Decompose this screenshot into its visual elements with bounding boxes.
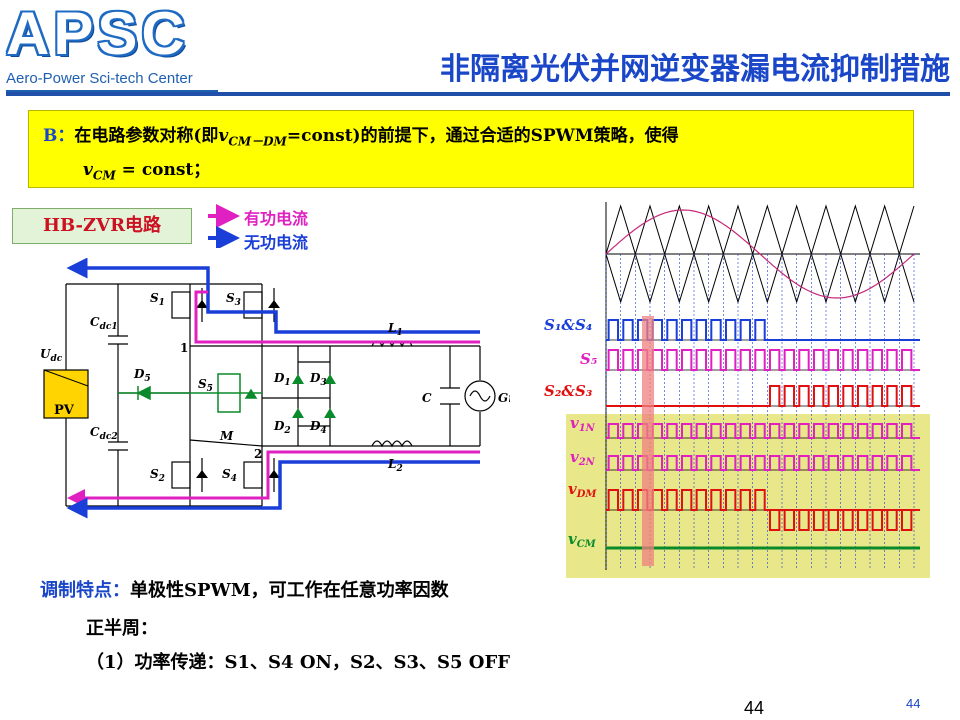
cdc2-label: Cdc2 (90, 425, 118, 442)
active-current-path-top (194, 290, 480, 344)
switching-waveforms: S₁&S₄ S₅ S₂&S₃ v1N v2N vDM vCM (544, 202, 930, 578)
waveform-traces (605, 202, 920, 570)
s5-trace (606, 349, 920, 371)
d5-label: D5 (133, 367, 151, 384)
condition-text-1: 在电路参数对称(即 (74, 126, 219, 146)
carrier-negative (605, 252, 915, 304)
power-transfer-item: （1）功率传递：S1、S4 ON，S2、S3、S5 OFF (86, 652, 511, 673)
d3-label: D3 (309, 371, 327, 388)
condition-text-3: = const； (115, 160, 211, 180)
pv-panel-mark (43, 369, 89, 387)
d4-label: D4 (309, 419, 327, 436)
grid-label: Grid (498, 391, 510, 405)
v1n-label: v1N (570, 414, 596, 434)
reference-sine (605, 209, 915, 299)
s5-wave-label: S₅ (580, 350, 598, 368)
feature-label: 调制特点： (40, 580, 130, 601)
page-number: 44 (744, 698, 765, 718)
condition-text-2: =const)的前提下，通过合适的SPWM策略，使得 (286, 126, 679, 146)
cdc1-label: Cdc1 (90, 315, 118, 332)
vcm-subscript: CM (92, 168, 116, 183)
s4-label: S4 (222, 467, 237, 484)
logo-underline (6, 90, 218, 92)
udc-label: Udc (40, 347, 63, 364)
l2-label: L2 (387, 457, 403, 474)
node-m-label: M (219, 429, 234, 443)
active-current-path-bottom (67, 450, 480, 507)
hb-zvr-circuit-diagram: Udc Cdc1 Cdc2 D5 S1 S3 S2 S4 S5 D1 D3 D2… (40, 258, 510, 519)
title-divider (6, 92, 950, 96)
legend-reactive-current: 无功电流 (244, 233, 309, 252)
slide-title: 非隔离光伏并网逆变器漏电流抑制措施 (440, 52, 950, 87)
vcm-label: vCM (568, 530, 597, 550)
d1-label: D1 (273, 371, 291, 388)
reactive-current-path-bottom (66, 460, 480, 519)
vcm-symbol: v (83, 160, 93, 180)
page-number-small: 44 (906, 696, 921, 711)
vcmdm-symbol: v (218, 126, 229, 146)
c-label: C (422, 391, 432, 405)
carrier-positive (605, 204, 915, 256)
pv-label: PV (54, 403, 75, 418)
vdm-trace-positive (606, 489, 920, 511)
b-label: B： (43, 126, 75, 146)
s3-label: S3 (226, 291, 241, 308)
modulation-feature: 调制特点：单极性SPWM，可工作在任意功率因数 (40, 576, 449, 602)
s5-d5-branch (118, 373, 262, 413)
node-1-label: 1 (180, 341, 188, 355)
s2s3-trace (606, 385, 920, 407)
circuit-name-label: HB-ZVR电路 (12, 208, 192, 244)
inductor-l2 (371, 440, 413, 448)
vdm-trace-negative (767, 509, 913, 531)
s5-label: S5 (198, 377, 213, 394)
legend-active-current: 有功电流 (244, 209, 309, 228)
v1n-trace (606, 423, 920, 439)
feature-text: 单极性SPWM，可工作在任意功率因数 (130, 580, 449, 601)
vcmdm-subscript: CM－DM (228, 134, 287, 149)
condition-box: B：在电路参数对称(即vCM－DM=const)的前提下，通过合适的SPWM策略… (28, 110, 914, 188)
s2-label: S2 (150, 467, 165, 484)
highlight-interval (642, 316, 654, 566)
apsc-logo: APSC Aero-Power Sci-tech Center (6, 0, 218, 92)
s1s4-trace (606, 319, 920, 341)
condition-line-2: vCM = const； (83, 155, 210, 182)
s2s3-label: S₂&S₃ (544, 382, 593, 400)
legend-arrows (208, 204, 240, 248)
bridge-diodes (292, 374, 336, 418)
reactive-current-path-top (66, 258, 480, 334)
freewheel-diodes (196, 300, 280, 478)
logo-subtitle: Aero-Power Sci-tech Center (6, 70, 193, 87)
condition-line-1: B：在电路参数对称(即vCM－DM=const)的前提下，通过合适的SPWM策略… (43, 121, 679, 149)
logo-text: APSC (6, 0, 189, 67)
waveform-labels: S₁&S₄ S₅ S₂&S₃ v1N v2N vDM vCM (544, 316, 598, 550)
output-voltage-panel (566, 414, 930, 578)
l1-label: L1 (387, 321, 403, 338)
v2n-trace (606, 455, 920, 471)
node-2-label: 2 (254, 447, 262, 461)
vdm-label: vDM (568, 480, 597, 500)
v2n-label: v2N (570, 448, 596, 468)
d2-label: D2 (273, 419, 291, 436)
positive-half-cycle: 正半周： (86, 618, 158, 639)
s1s4-label: S₁&S₄ (544, 316, 592, 334)
circuit-labels: Udc Cdc1 Cdc2 D5 S1 S3 S2 S4 S5 D1 D3 D2… (40, 291, 510, 484)
igbt-switches (171, 288, 275, 492)
s1-label: S1 (150, 291, 165, 308)
